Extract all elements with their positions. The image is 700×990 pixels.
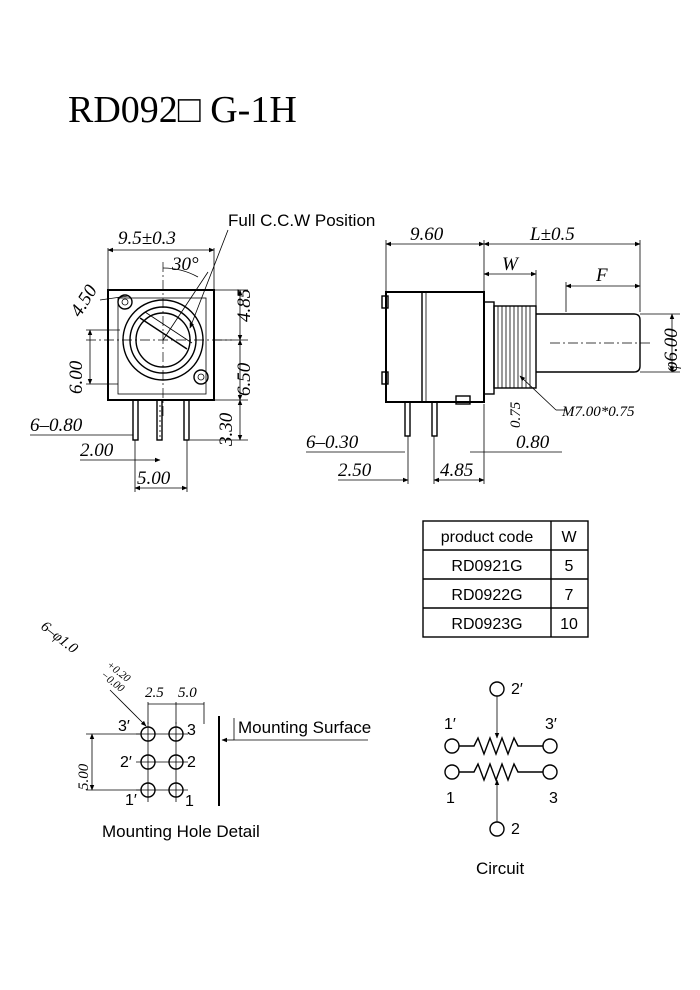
dim-500-front: 5.00 [137, 468, 171, 489]
table-header-w: W [561, 529, 577, 546]
dim-450: 4.50 [66, 281, 102, 321]
angle-arc [162, 267, 199, 278]
front-mount-hole-top [117, 294, 133, 310]
dim-F: F [595, 265, 608, 286]
dim-960: 9.60 [410, 224, 444, 245]
circuit-terminal-2 [489, 821, 505, 837]
ccw-leader-line [189, 229, 229, 329]
circuit-terminal-1a [444, 738, 460, 754]
resistor-top [459, 736, 543, 756]
dim-angle: 30° [171, 254, 199, 275]
mounting-hole-detail: 6–φ1.0 +0.20 −0.00 2.5 5.0 3′ 3 2′ 2 1′ … [38, 619, 372, 841]
dim-500-mount: 5.00 [76, 763, 92, 790]
circuit-caption: Circuit [476, 859, 524, 878]
front-body-inner [117, 297, 207, 395]
hole-label: 1′ [125, 792, 137, 809]
dim-50: 5.0 [178, 685, 197, 701]
circuit-diagram: 2′ 1′ 3′ 1 3 2 Circuit [444, 681, 558, 878]
dim-255: 2.5 [145, 685, 164, 701]
dim-250: 2.50 [338, 460, 372, 481]
thread-spec: M7.00*0.75 [561, 404, 635, 420]
dim-200: 2.00 [80, 440, 114, 461]
shaft-flat-line [139, 317, 188, 350]
table-cell: RD0921G [451, 558, 522, 575]
hole-label: 2′ [120, 754, 132, 771]
mounting-surface-label: Mounting Surface [238, 718, 371, 737]
circuit-terminal-1 [444, 764, 460, 780]
circuit-label: 3 [549, 790, 558, 807]
threaded-bushing [493, 305, 537, 389]
table-cell: 5 [565, 558, 574, 575]
dim-width: 9.5±0.3 [118, 228, 176, 249]
dim-600: 6.00 [66, 360, 87, 394]
ccw-position-label: Full C.C.W Position [228, 211, 375, 230]
hole-spec: 6–φ1.0 [38, 619, 81, 658]
dim-485-front: 4.85 [234, 289, 255, 322]
side-pins [404, 395, 471, 437]
circuit-label: 2 [511, 821, 520, 838]
side-view: 9.60 L±0.5 W F φ6.00 M7.00*0.75 0.75 6–0… [306, 224, 682, 484]
circuit-terminal-2a [489, 681, 505, 697]
hole-label: 1 [185, 793, 194, 810]
table-cell: 10 [560, 616, 578, 633]
front-mount-hole-bottom [193, 369, 209, 385]
dim-075: 0.75 [508, 401, 524, 428]
circuit-label: 2′ [511, 681, 523, 698]
dim-pins-front: 6–0.80 [30, 415, 83, 436]
front-pins [132, 399, 190, 441]
circuit-terminal-3a [542, 738, 558, 754]
dim-485-side: 4.85 [440, 460, 473, 481]
table-cell: RD0922G [451, 587, 522, 604]
product-table: product code W RD0921G 5 RD0922G 7 RD092… [422, 520, 589, 638]
circuit-label: 1 [446, 790, 455, 807]
front-view: 9.5±0.3 30° Full C.C.W Position 4.50 6.0… [30, 211, 375, 492]
dim-650: 6.50 [234, 362, 255, 396]
resistor-bottom [459, 762, 543, 782]
side-body-outline [385, 291, 485, 403]
hole-label: 3′ [118, 718, 130, 735]
circuit-terminal-3 [542, 764, 558, 780]
hole-label: 2 [187, 754, 196, 771]
page-title: RD092□ G-1H [68, 89, 297, 131]
dim-pins-side: 6–0.30 [306, 432, 359, 453]
hole-label: 3 [187, 722, 196, 739]
dim-W: W [502, 254, 520, 275]
table-header-code: product code [441, 529, 534, 546]
table-cell: 7 [565, 587, 574, 604]
mounting-caption: Mounting Hole Detail [102, 822, 260, 841]
dim-shaft-dia: φ6.00 [661, 328, 682, 372]
dim-L: L±0.5 [529, 224, 575, 245]
circuit-label: 3′ [545, 716, 557, 733]
dim-080: 0.80 [516, 432, 550, 453]
table-cell: RD0923G [451, 616, 522, 633]
dim-330: 3.30 [216, 412, 237, 447]
circuit-label: 1′ [444, 716, 456, 733]
